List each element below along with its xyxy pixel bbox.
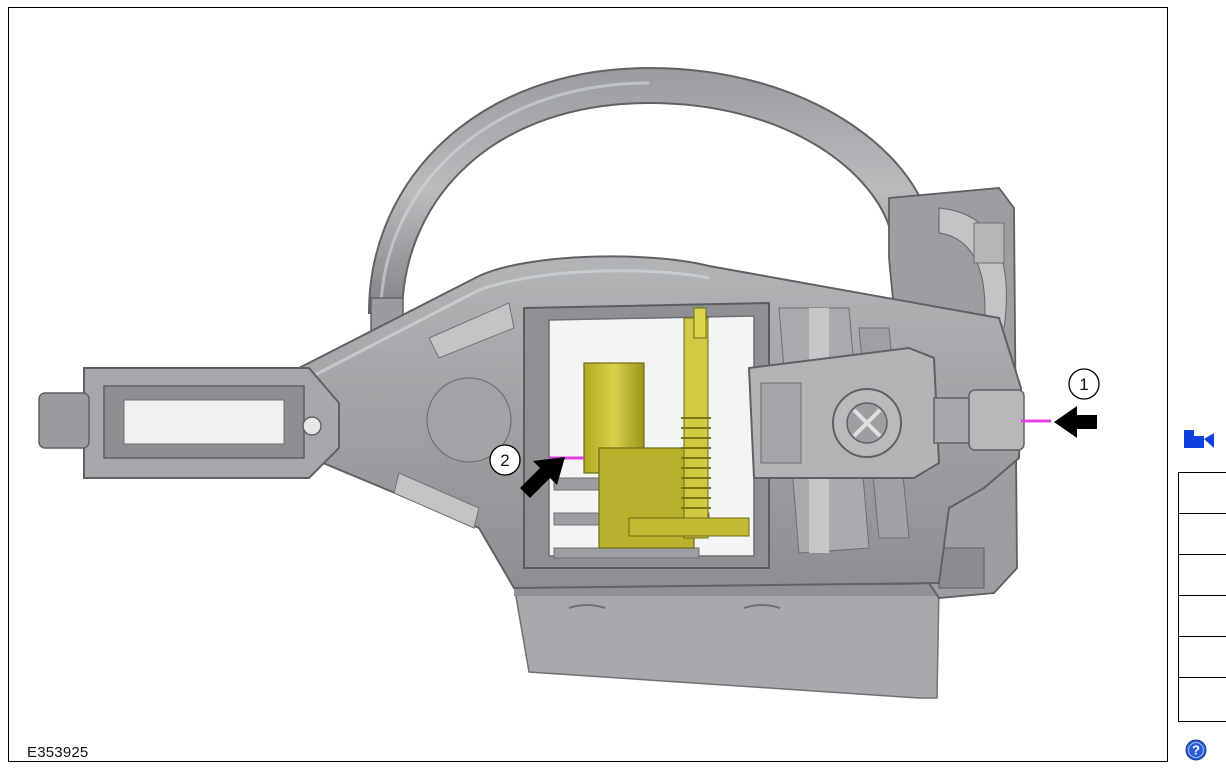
svg-text:?: ? bbox=[1192, 743, 1200, 758]
lever-cover bbox=[747, 346, 1025, 479]
door-handle-illustration: 1 2 bbox=[38, 66, 1100, 699]
callout-2-number: 2 bbox=[500, 451, 509, 470]
callout-1-number: 1 bbox=[1079, 375, 1088, 394]
side-table-row bbox=[1179, 637, 1226, 678]
side-table-row bbox=[1179, 514, 1226, 555]
arrow-2 bbox=[520, 457, 565, 498]
side-table-row bbox=[1179, 596, 1226, 637]
arrow-1 bbox=[1054, 406, 1097, 438]
help-icon[interactable]: ? bbox=[1185, 739, 1207, 761]
bottom-plate bbox=[513, 584, 940, 699]
side-table bbox=[1178, 472, 1226, 722]
side-table-row bbox=[1179, 473, 1226, 514]
video-camera-icon[interactable] bbox=[1182, 428, 1222, 450]
callout-2: 2 bbox=[489, 444, 521, 476]
side-table-row bbox=[1179, 555, 1226, 596]
figure-id-label: E353925 bbox=[27, 744, 89, 761]
left-arm bbox=[38, 367, 340, 479]
figure-frame: 1 2 E353925 bbox=[8, 7, 1168, 762]
side-table-row bbox=[1179, 678, 1226, 719]
callout-1: 1 bbox=[1068, 368, 1100, 400]
lock-mechanism bbox=[583, 307, 750, 549]
